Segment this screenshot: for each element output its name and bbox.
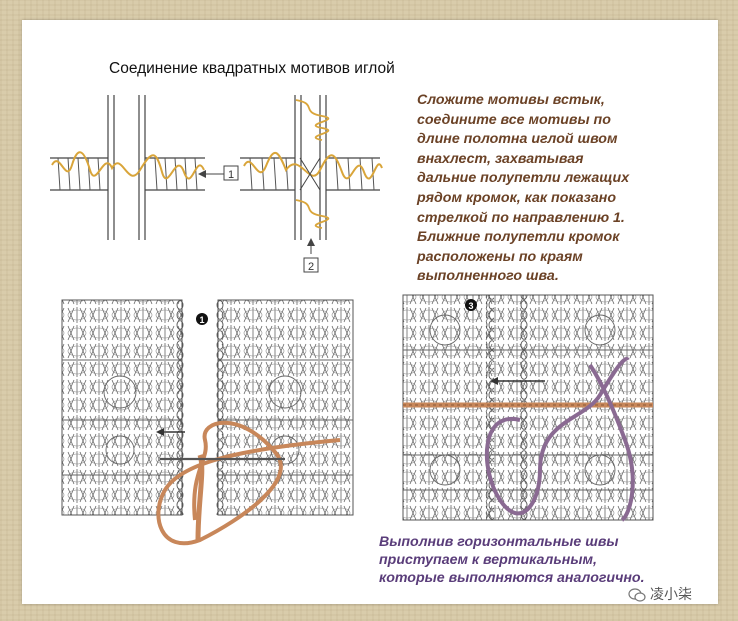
instruction-line: расположены по краям <box>417 248 583 265</box>
note-line: Выполнив горизонтальные швы <box>379 534 619 550</box>
instruction-line: дальние полупетли лежащих <box>417 170 630 187</box>
step-marker-3: 3 <box>468 301 473 311</box>
instruction-line: рядом кромок, как показано <box>417 189 616 206</box>
instruction-line: внахлест, захватывая <box>417 150 584 167</box>
instruction-line: длине полотна иглой швом <box>417 131 618 148</box>
step-marker-1: 1 <box>199 315 204 325</box>
note-line: приступаем к вертикальным, <box>379 552 597 568</box>
note-line: которые выполняются аналогично. <box>379 570 645 586</box>
seam-diagram-2: 2 <box>240 95 383 273</box>
instruction-line: выполненного шва. <box>417 268 559 285</box>
instruction-line: Сложите мотивы встык, <box>417 92 605 108</box>
note-text: Выполнив горизонтальные швы приступаем к… <box>379 533 645 587</box>
direction-label-1: 1 <box>228 169 234 181</box>
lace-swatch-right: 3 <box>402 294 654 522</box>
instruction-line: Ближние полупетли кромок <box>417 229 620 246</box>
direction-label-2: 2 <box>308 261 314 273</box>
seam-diagram-1: 1 <box>50 95 239 240</box>
lace-swatch-left: 1 <box>61 299 354 546</box>
watermark-text: 凌小柒 <box>650 586 692 602</box>
page-title: Соединение квадратных мотивов иглой <box>109 60 395 77</box>
instruction-line: соедините все мотивы по <box>417 111 611 128</box>
instruction-text: Сложите мотивы встык, соедините все моти… <box>417 91 717 287</box>
instruction-line: стрелкой по направлению 1. <box>417 209 625 226</box>
wechat-icon <box>628 588 646 602</box>
watermark: 凌小柒 <box>628 584 692 604</box>
